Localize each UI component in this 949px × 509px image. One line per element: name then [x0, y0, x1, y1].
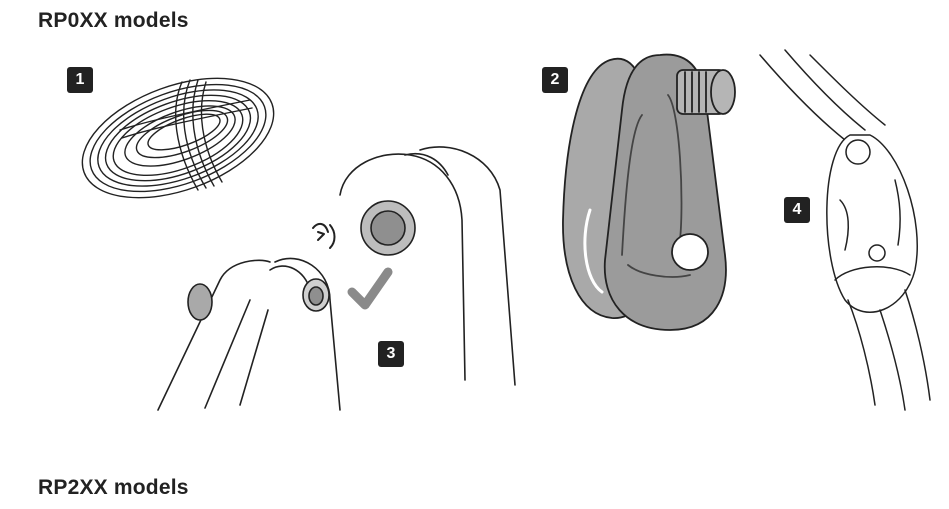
step-badge-2: 2: [542, 67, 568, 93]
section-title-rp2xx: RP2XX models: [38, 476, 189, 499]
pulley-side-plate-icon: [562, 53, 736, 331]
pulley-axle-icon: [157, 146, 516, 411]
step-badge-4: 4: [784, 197, 810, 223]
section-title-rp0xx: RP0XX models: [38, 9, 189, 32]
step-badge-1: 1: [67, 67, 93, 93]
step-badge-3: 3: [378, 341, 404, 367]
pulley-with-rope-icon: [759, 49, 931, 411]
rope-coil-icon: [81, 77, 275, 199]
check-mark-icon: [347, 267, 393, 310]
instruction-illustration: [81, 49, 931, 411]
